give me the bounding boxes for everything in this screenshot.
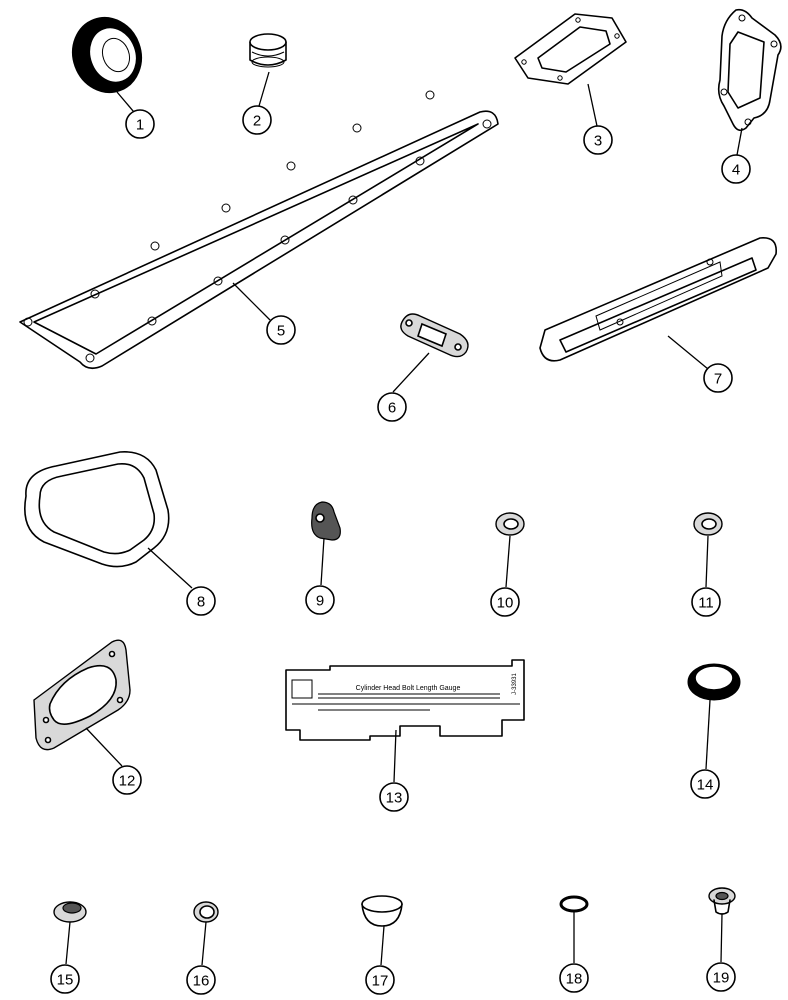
callout-4: 4: [721, 154, 751, 184]
callout-13: 13: [379, 782, 409, 812]
callout-7: 7: [703, 363, 733, 393]
part-5-rocker-cover-gasket: [19, 90, 499, 370]
part-9-clip: [311, 501, 341, 541]
callout-18-label: 18: [566, 971, 583, 988]
callout-15-label: 15: [57, 972, 74, 989]
part-18-o-ring: [559, 895, 589, 913]
leader-11: [705, 535, 709, 588]
leader-4: [736, 127, 743, 156]
callout-1: 1: [125, 109, 155, 139]
callout-16: 16: [186, 965, 216, 995]
leader-lines: [65, 71, 743, 966]
callout-10: 10: [490, 587, 520, 617]
part-8-rectangular-gasket: [24, 451, 170, 568]
leader-6: [392, 352, 430, 393]
leader-5: [232, 282, 271, 321]
callout-6-label: 6: [388, 400, 396, 417]
callout-9: 9: [305, 585, 335, 615]
part-12-plate-gasket: [33, 639, 131, 751]
callout-2-label: 2: [253, 113, 261, 130]
callout-12-label: 12: [119, 773, 136, 790]
part-14-seal: [687, 663, 741, 701]
callout-1-label: 1: [136, 117, 144, 134]
callout-7-label: 7: [714, 371, 722, 388]
callout-19-label: 19: [713, 970, 730, 987]
callout-3-label: 3: [594, 133, 602, 150]
leader-13: [393, 729, 397, 783]
part-1-seal: [72, 16, 142, 94]
callout-12: 12: [112, 765, 142, 795]
callout-8: 8: [186, 586, 216, 616]
callout-14: 14: [690, 769, 720, 799]
leader-16: [201, 921, 207, 966]
callout-11: 11: [691, 587, 721, 617]
leader-10: [505, 535, 511, 588]
callout-5-label: 5: [277, 323, 285, 340]
part-10-seal-ring: [495, 512, 525, 536]
leader-17: [380, 925, 385, 966]
leader-3: [587, 83, 598, 127]
callout-17: 17: [365, 965, 395, 995]
callout-15: 15: [50, 964, 80, 994]
leader-19: [720, 913, 723, 963]
leader-7: [667, 335, 709, 370]
callout-13-label: 13: [386, 790, 403, 807]
callout-10-label: 10: [497, 595, 514, 612]
callout-9-label: 9: [316, 593, 324, 610]
part-7-cover-gasket: [539, 237, 777, 362]
callout-19: 19: [706, 962, 736, 992]
part-17-cup-plug: [361, 895, 403, 927]
part-4-gasket: [717, 8, 782, 132]
callout-5: 5: [266, 315, 296, 345]
leader-9: [320, 537, 325, 586]
part-13-length-gauge: Cylinder Head Bolt Length Gauge J-33931: [285, 659, 525, 741]
part-16-washer: [193, 901, 219, 923]
leader-2: [258, 71, 270, 107]
part-19-grommet: [708, 887, 736, 915]
callout-2: 2: [242, 105, 272, 135]
callout-11-label: 11: [698, 595, 714, 612]
gauge-part-code: J-33931: [512, 672, 518, 694]
callout-17-label: 17: [372, 973, 389, 990]
leader-12: [85, 727, 123, 767]
leader-8: [147, 547, 193, 589]
callout-8-label: 8: [197, 594, 205, 611]
part-3-flange-gasket: [514, 13, 627, 85]
leader-14: [705, 699, 711, 770]
callout-18: 18: [559, 963, 589, 993]
part-11-seal-ring: [693, 512, 723, 536]
part-15-plug: [53, 901, 87, 923]
callout-14-label: 14: [697, 777, 714, 794]
gauge-title: Cylinder Head Bolt Length Gauge: [356, 685, 461, 692]
leader-15: [65, 921, 71, 965]
callout-4-label: 4: [732, 162, 740, 179]
callout-3: 3: [583, 125, 613, 155]
callout-6: 6: [377, 392, 407, 422]
part-6-small-gasket: [400, 313, 469, 358]
part-2-plug: [249, 33, 287, 68]
callout-16-label: 16: [193, 973, 210, 990]
